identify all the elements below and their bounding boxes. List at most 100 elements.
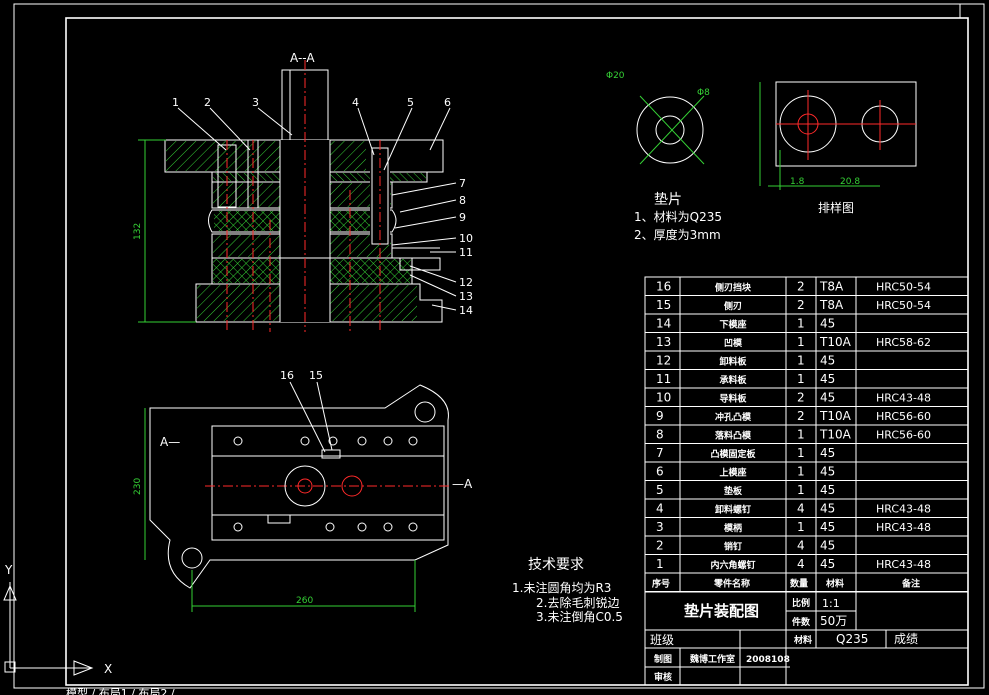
bom-no: 4 — [656, 502, 664, 516]
guide-hole-top — [414, 401, 436, 423]
strip-dim-a: 1.8 — [790, 177, 805, 187]
callout-15: 15 — [309, 369, 323, 382]
tech-item-3: 3.未注倒角C0.5 — [536, 609, 623, 624]
bom-material: 45 — [820, 483, 835, 497]
bom-header-no: 序号 — [652, 578, 670, 590]
bom-note: HRC43-48 — [876, 558, 931, 571]
washer-view[interactable]: Φ20 Φ8 垫片 1、材料为Q235 2、厚度为3mm — [606, 71, 722, 242]
bom-material: 45 — [820, 539, 835, 553]
washer-outer — [636, 96, 704, 164]
material-label: 材料 — [793, 634, 812, 646]
drawn-date: 2008108 — [746, 655, 790, 665]
callout-11: 11 — [459, 246, 473, 259]
bom-no: 5 — [656, 483, 664, 497]
section-view[interactable]: A--A — [133, 51, 473, 332]
ucs-y: Y — [4, 563, 13, 577]
bom-name: 卸料板 — [720, 356, 748, 368]
bom-qty: 2 — [797, 280, 805, 294]
bom-name: 下模座 — [720, 319, 747, 331]
grade-label: 成绩 — [894, 632, 918, 646]
callout-leaders — [177, 107, 457, 311]
bom-qty: 1 — [797, 372, 805, 386]
callout-6: 6 — [444, 96, 451, 109]
strip-layout[interactable]: 1.8 20.8 排样图 — [759, 81, 917, 215]
bom-name: 垫板 — [724, 485, 743, 497]
bom-qty: 4 — [797, 557, 805, 571]
bom-material: T10A — [819, 409, 852, 423]
callout-8: 8 — [459, 194, 466, 207]
screw-holes — [233, 436, 418, 532]
plan-view[interactable]: 16 15 A— —A 230 260 — [133, 369, 473, 612]
leader-16 — [289, 381, 326, 453]
bom-name: 冲孔凸模 — [715, 411, 752, 423]
bom-qty: 4 — [797, 502, 805, 516]
bom-no: 9 — [656, 409, 664, 423]
callout-2: 2 — [204, 96, 211, 109]
bom-no: 16 — [656, 280, 671, 294]
bom-name: 侧刃 — [724, 300, 742, 312]
washer-inner — [655, 115, 685, 145]
die-outline — [211, 425, 445, 541]
title-block-frame — [644, 591, 969, 686]
drawn-by: 魏博工作室 — [689, 653, 735, 665]
bom-name: 上模座 — [720, 467, 747, 479]
title-block[interactable]: 垫片装配图 比例 1:1 件数 50万 班级 材料 Q235 成绩 制图 魏博工… — [644, 591, 969, 686]
layout-title: 排样图 — [818, 200, 854, 215]
pierce-hole — [341, 475, 363, 497]
callout-12: 12 — [459, 276, 473, 289]
dim-plan-height-text: 230 — [133, 478, 143, 495]
bom-material: T10A — [819, 335, 852, 349]
dim-plan-width-text: 260 — [296, 596, 313, 606]
bom-qty: 1 — [797, 317, 805, 331]
bom-header-name: 零件名称 — [713, 578, 750, 590]
leader-15 — [316, 381, 333, 451]
stripper-plate — [208, 209, 397, 233]
bom-qty: 1 — [797, 520, 805, 534]
bom-name: 承料板 — [720, 374, 748, 386]
bom-note: HRC50-54 — [876, 299, 931, 312]
callout-10: 10 — [459, 232, 473, 245]
bom-material: 45 — [820, 446, 835, 460]
bom-qty: 1 — [797, 354, 805, 368]
bom-material: 45 — [820, 502, 835, 516]
side-cutter-stop — [267, 514, 291, 524]
bom-no: 12 — [656, 354, 671, 368]
side-cutter — [321, 449, 341, 459]
bom-no: 14 — [656, 317, 671, 331]
callout-3: 3 — [252, 96, 259, 109]
bom-qty: 4 — [797, 539, 805, 553]
tech-item-1: 1.未注圆角均为R3 — [512, 580, 611, 595]
bom-name: 凹模 — [724, 337, 743, 349]
bom-note: HRC43-48 — [876, 392, 931, 405]
qty-label: 件数 — [792, 616, 811, 628]
bom-name: 销钉 — [724, 541, 742, 553]
bom-no: 13 — [656, 335, 671, 349]
bom-material: T8A — [819, 298, 844, 312]
callout-13: 13 — [459, 290, 473, 303]
bom-no: 8 — [656, 428, 664, 442]
bom-name: 模柄 — [724, 522, 742, 534]
bom-no: 2 — [656, 539, 664, 553]
bom-material: T10A — [819, 428, 852, 442]
callout-1: 1 — [172, 96, 179, 109]
section-label: A--A — [290, 51, 315, 65]
bom-qty: 2 — [797, 298, 805, 312]
blank-hole — [297, 478, 313, 494]
washer-outer-dim: Φ20 — [606, 71, 625, 81]
layout-tabs[interactable]: 模型 / 布局1 / 布局2 / — [66, 686, 175, 695]
bom-no: 3 — [656, 520, 664, 534]
bom-qty: 1 — [797, 335, 805, 349]
washer-note-2: 2、厚度为3mm — [634, 227, 721, 242]
bom-qty: 1 — [797, 483, 805, 497]
scale-value: 1:1 — [822, 597, 840, 610]
bom-qty: 1 — [797, 428, 805, 442]
bom-name: 落料凸模 — [715, 430, 752, 442]
material-value: Q235 — [836, 632, 868, 646]
bom-qty: 1 — [797, 465, 805, 479]
washer-inner-dim: Φ8 — [697, 88, 710, 98]
bom-name: 导料板 — [720, 393, 748, 405]
dim-height-text: 132 — [133, 223, 143, 240]
bom-material: T8A — [819, 280, 844, 294]
